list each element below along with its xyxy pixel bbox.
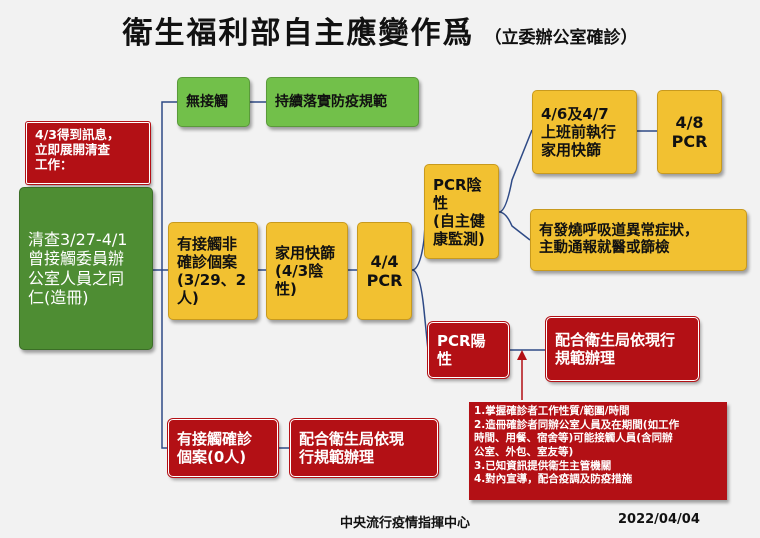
node-trigger: 4/3得到訊息， 立即展開清查 工作： bbox=[25, 121, 151, 185]
node-pcr-positive: PCR陽性 bbox=[427, 321, 510, 379]
page-title-bar: 衛生福利部自主應變作爲 （立委辦公室確診） bbox=[0, 8, 760, 52]
node-follow-local-positive: 配合衛生局依現行 規範辦理 bbox=[545, 316, 700, 382]
node-rapid-before-work: 4/6及4/7 上班前執行 家用快篩 bbox=[532, 90, 637, 174]
footer-date: 2022/04/04 bbox=[618, 512, 700, 527]
page-subtitle: （立委辦公室確診） bbox=[484, 28, 638, 48]
node-contact-non-confirmed: 有接觸非 確診個案 (3/29、2 人) bbox=[168, 222, 258, 320]
connector-pcr-split bbox=[411, 211, 429, 351]
node-pcr-negative: PCR陰性 (自主健 康監測) bbox=[424, 164, 499, 259]
note-item: 3.已知資訊提供衛生主管機關 bbox=[474, 459, 612, 472]
footer-org: 中央流行疫情指揮中心 bbox=[340, 516, 471, 531]
node-home-test: 家用快篩 (4/3陰性) bbox=[266, 222, 348, 320]
note-item: 1.掌握確診者工作性質/範圍/時間 bbox=[474, 405, 630, 417]
connector-root bbox=[153, 101, 177, 449]
node-pcr-4-4: 4/4 PCR bbox=[357, 222, 412, 320]
node-continue-prevention: 持續落實防疫規範 bbox=[266, 77, 419, 127]
node-symptoms: 有發燒呼吸道異常症狀， 主動通報就醫或篩檢 bbox=[530, 209, 747, 271]
node-pcr-4-8: 4/8 PCR bbox=[657, 90, 722, 174]
node-no-contact: 無接觸 bbox=[177, 77, 250, 127]
notes-arrow-head bbox=[517, 350, 527, 360]
page-title: 衛生福利部自主應變作爲 bbox=[122, 16, 475, 51]
note-item: 2.造冊確診者同辦公室人員及在期間(如工作 時間、用餐、宿舍等)可能接觸人員(含… bbox=[474, 418, 680, 458]
node-contact-confirmed: 有接觸確診 個案(0人) bbox=[167, 418, 279, 478]
note-item: 4.對內宣導，配合疫調及防疫措施 bbox=[474, 473, 633, 486]
node-follow-local-confirmed: 配合衛生局依現 行規範辦理 bbox=[289, 418, 439, 478]
node-scope: 清查3/27-4/1 曾接觸委員辦 公室人員之同 仁(造冊) bbox=[19, 187, 153, 350]
connector-negative-split bbox=[498, 129, 533, 241]
action-notes: 1.掌握確診者工作性質/範圍/時間 2.造冊確診者同辦公室人員及在期間(如工作 … bbox=[469, 402, 727, 500]
